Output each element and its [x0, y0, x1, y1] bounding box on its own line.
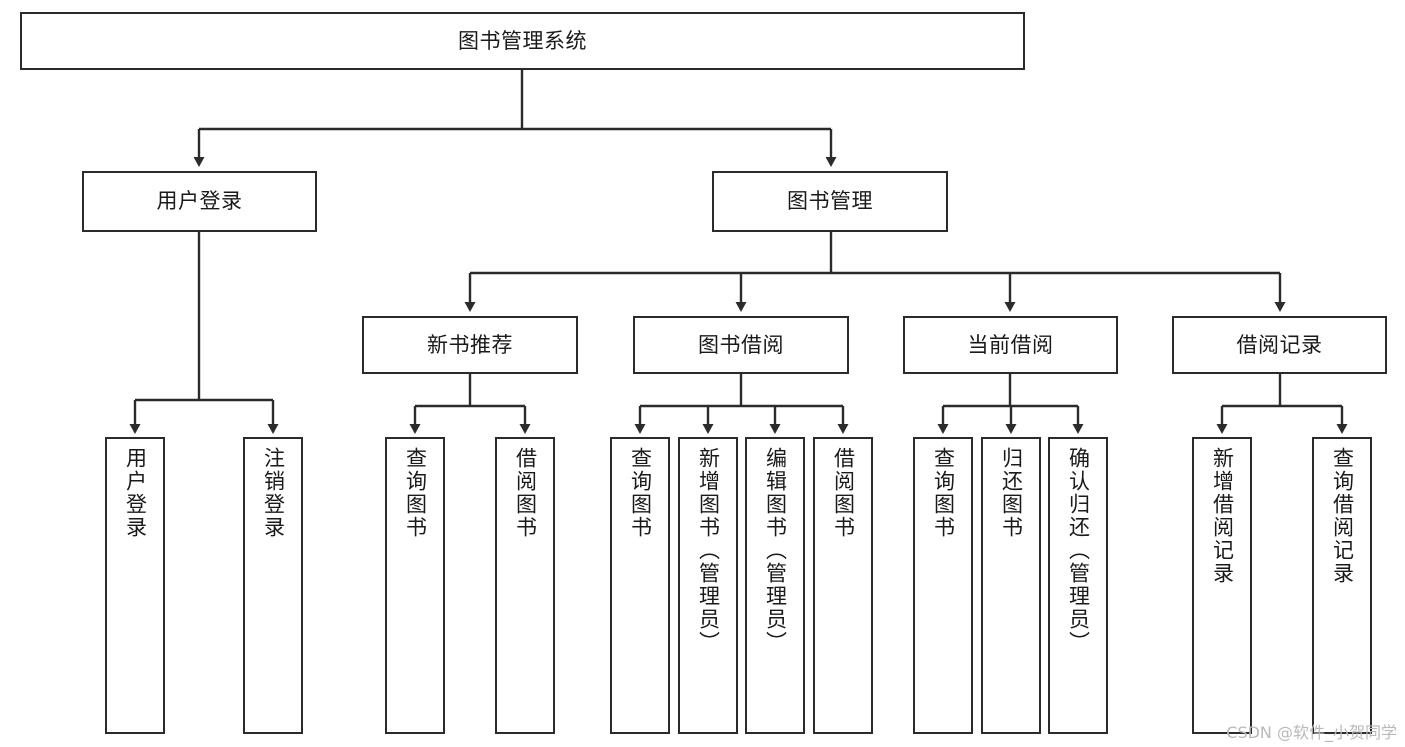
- node-label: 新书推荐: [427, 332, 513, 357]
- node-label: 归还图书: [999, 447, 1024, 539]
- node-label: 图书管理系统: [458, 28, 587, 53]
- leaf-return-book[interactable]: 归还图书: [981, 437, 1041, 734]
- node-label: 当前借阅: [967, 332, 1054, 357]
- node-book-borrow[interactable]: 图书借阅: [633, 316, 849, 374]
- node-root-book-management-system[interactable]: 图书管理系统: [20, 12, 1025, 70]
- node-new-book-recommend[interactable]: 新书推荐: [362, 316, 578, 374]
- leaf-edit-book-admin[interactable]: 编辑图书（管理员）: [745, 437, 805, 734]
- node-label: 借阅图书: [831, 447, 856, 539]
- node-label: 图书管理: [787, 189, 873, 214]
- node-label: 图书借阅: [698, 332, 784, 357]
- leaf-borrow-book-recommend[interactable]: 借阅图书: [495, 437, 555, 734]
- node-label: 编辑图书（管理员）: [763, 447, 788, 654]
- node-borrow-record[interactable]: 借阅记录: [1172, 316, 1387, 374]
- node-label: 新增图书（管理员）: [696, 447, 721, 654]
- leaf-query-book-recommend[interactable]: 查询图书: [385, 437, 445, 734]
- leaf-query-book-borrow[interactable]: 查询图书: [610, 437, 670, 734]
- leaf-user-login[interactable]: 用户登录: [105, 437, 165, 734]
- node-user-login[interactable]: 用户登录: [82, 171, 317, 232]
- node-label: 查询借阅记录: [1330, 447, 1355, 585]
- leaf-confirm-return-admin[interactable]: 确认归还（管理员）: [1048, 437, 1108, 734]
- leaf-add-borrow-record[interactable]: 新增借阅记录: [1192, 437, 1252, 734]
- node-label: 借阅图书: [513, 447, 538, 539]
- node-label: 注销登录: [261, 447, 286, 539]
- leaf-borrow-book[interactable]: 借阅图书: [813, 437, 873, 734]
- node-label: 用户登录: [123, 447, 148, 539]
- node-label: 查询图书: [628, 447, 653, 539]
- node-current-borrow[interactable]: 当前借阅: [903, 316, 1118, 374]
- leaf-query-book-current[interactable]: 查询图书: [913, 437, 973, 734]
- node-label: 确认归还（管理员）: [1066, 447, 1091, 654]
- node-label: 查询图书: [931, 447, 956, 539]
- node-label: 新增借阅记录: [1210, 447, 1235, 585]
- node-label: 借阅记录: [1236, 332, 1323, 357]
- node-label: 用户登录: [156, 189, 243, 214]
- node-label: 查询图书: [403, 447, 428, 539]
- leaf-add-book-admin[interactable]: 新增图书（管理员）: [678, 437, 738, 734]
- leaf-query-borrow-record[interactable]: 查询借阅记录: [1312, 437, 1372, 734]
- node-book-management[interactable]: 图书管理: [712, 171, 948, 232]
- leaf-logout[interactable]: 注销登录: [243, 437, 303, 734]
